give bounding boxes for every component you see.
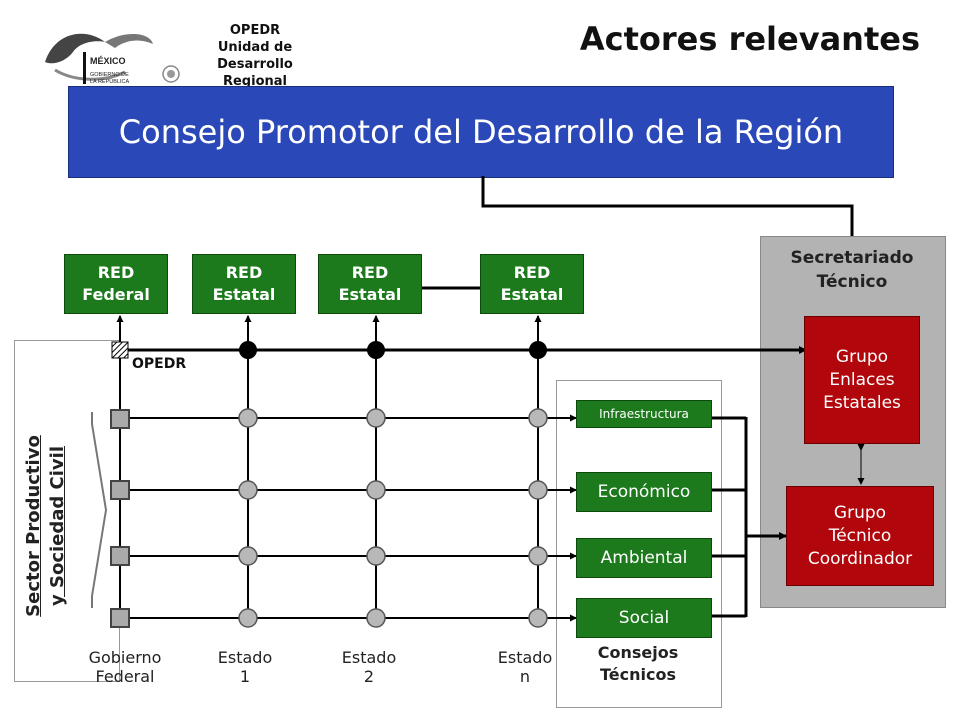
- state-node: [238, 408, 258, 428]
- state-node: [238, 608, 258, 628]
- org-unit-line1: Unidad de Desarrollo: [217, 40, 293, 72]
- consejos-tecnicos-label: Consejos Técnicos: [556, 642, 720, 686]
- col-label-line2: 2: [363, 667, 375, 686]
- red-federal-line2: Federal: [82, 285, 150, 304]
- grupo-tecnico-coordinador-box: Grupo Técnico Coordinador: [786, 486, 934, 586]
- grupo-enlaces-estatales-box: Grupo Enlaces Estatales: [804, 316, 920, 444]
- grupo-enlaces-line3: Estatales: [823, 392, 901, 413]
- state-node: [366, 546, 386, 566]
- org-name: OPEDR: [229, 23, 281, 38]
- grupo-enlaces-line1: Grupo: [835, 346, 889, 367]
- red-estatal-n-box: RED Estatal: [480, 254, 584, 314]
- col-label-line2: n: [519, 667, 531, 686]
- red-estatal-n-line2: Estatal: [500, 285, 564, 304]
- red-estatal-n-line1: RED: [513, 263, 551, 282]
- col-label-line1: Estado: [217, 648, 273, 667]
- state-node: [238, 480, 258, 500]
- red-federal-box: RED Federal: [64, 254, 168, 314]
- federal-node: [110, 409, 130, 429]
- state-node: [366, 608, 386, 628]
- consejo-ambiental: Ambiental: [576, 538, 712, 578]
- opedr-label: OPEDR: [132, 356, 187, 372]
- grupo-tecnico-line3: Coordinador: [807, 548, 913, 569]
- sector-label: Sector Productivo y Sociedad Civil: [22, 376, 86, 676]
- logo-text-gobierno: GOBIERNO DE: [90, 72, 129, 78]
- state-node: [366, 480, 386, 500]
- opedr-dot-estadon: [529, 341, 547, 359]
- consejo-promotor-box: Consejo Promotor del Desarrollo de la Re…: [68, 86, 894, 178]
- red-estatal-2-line2: Estatal: [338, 285, 402, 304]
- consejo-to-secretariado-line: [481, 176, 854, 236]
- header-org: OPEDR Unidad de Desarrollo Regional: [180, 22, 330, 90]
- slide-title: Actores relevantes: [579, 20, 920, 58]
- col-label-line1: Gobierno: [88, 648, 162, 667]
- secretariado-title-line1: Secretariado: [790, 248, 914, 268]
- opedr-node: [111, 341, 129, 359]
- red-estatal-2-box: RED Estatal: [318, 254, 422, 314]
- red-estatal-2-line1: RED: [351, 263, 389, 282]
- col-label-estado-2: Estado 2: [324, 648, 414, 686]
- sector-label-line1: Sector Productivo: [23, 435, 44, 617]
- col-label-line1: Estado: [497, 648, 553, 667]
- logo-text-mexico: MÉXICO: [90, 56, 126, 66]
- red-estatal-1-line1: RED: [225, 263, 263, 282]
- federal-node: [110, 608, 130, 628]
- consejo-economico: Económico: [576, 472, 712, 512]
- federal-node: [110, 546, 130, 566]
- state-node: [528, 608, 548, 628]
- col-label-line2: 1: [239, 667, 251, 686]
- col-label-estado-1: Estado 1: [200, 648, 290, 686]
- opedr-dot-estado1: [239, 341, 257, 359]
- col-label-line2: Federal: [95, 667, 155, 686]
- state-node: [528, 546, 548, 566]
- consejos-label-line1: Consejos: [597, 643, 679, 662]
- state-node: [528, 480, 548, 500]
- col-label-estado-n: Estado n: [480, 648, 570, 686]
- grupo-enlaces-line2: Enlaces: [829, 369, 895, 390]
- red-estatal-1-box: RED Estatal: [192, 254, 296, 314]
- org-unit-line2: Regional: [222, 74, 287, 89]
- consejos-label-line2: Técnicos: [600, 665, 676, 684]
- red-federal-line1: RED: [97, 263, 135, 282]
- col-label-line1: Estado: [341, 648, 397, 667]
- state-node: [366, 408, 386, 428]
- state-node: [238, 546, 258, 566]
- col-label-gobierno-federal: Gobierno Federal: [80, 648, 170, 686]
- secretariado-title: Secretariado Técnico: [760, 246, 944, 294]
- sector-label-line2: y Sociedad Civil: [47, 446, 68, 607]
- sector-frame: [14, 340, 120, 682]
- logo-text-republica: LA REPÚBLICA: [90, 78, 129, 85]
- red-estatal-1-line2: Estatal: [212, 285, 276, 304]
- consejo-infraestructura: Infraestructura: [576, 400, 712, 428]
- consejo-social: Social: [576, 598, 712, 638]
- federal-node: [110, 480, 130, 500]
- grupo-tecnico-line2: Técnico: [828, 525, 892, 546]
- sector-chevron: [91, 412, 108, 608]
- secretariado-title-line2: Técnico: [816, 272, 888, 292]
- grupo-tecnico-line1: Grupo: [833, 502, 887, 523]
- opedr-dot-estado2: [367, 341, 385, 359]
- mexico-eagle-logo: MÉXICO GOBIERNO DE LA REPÚBLICA: [45, 33, 180, 85]
- state-node: [528, 408, 548, 428]
